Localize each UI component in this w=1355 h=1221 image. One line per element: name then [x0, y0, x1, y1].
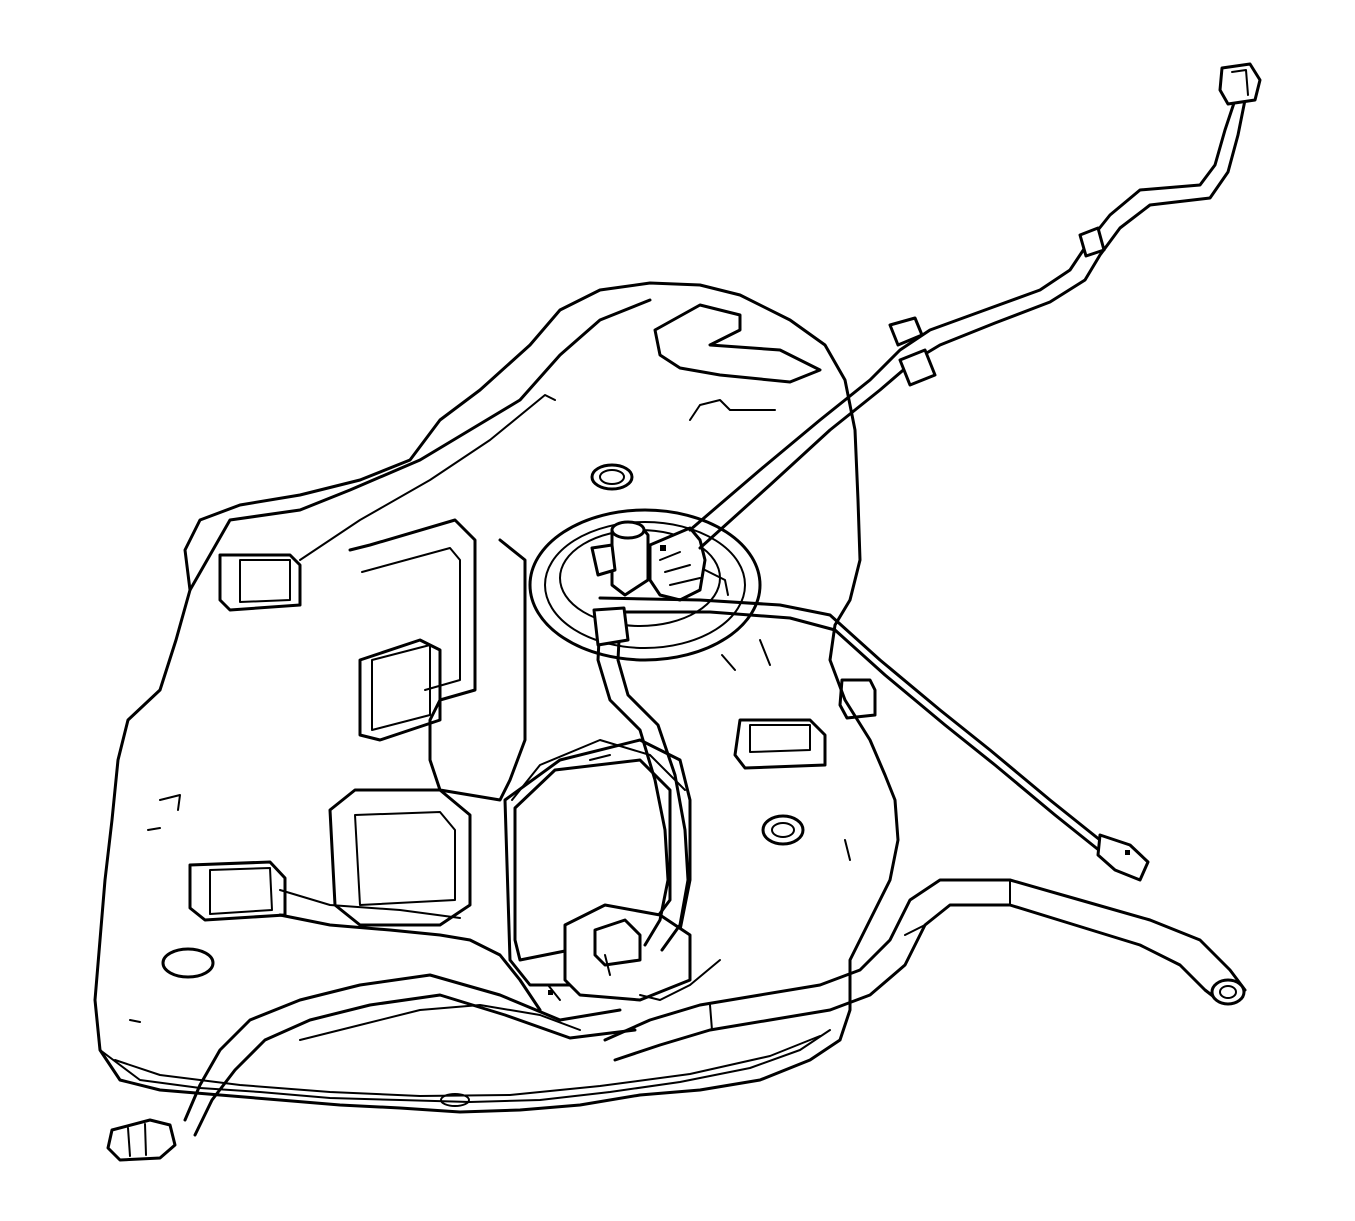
- fuel-lines: [106, 62, 1262, 1162]
- harness-connector-top: [1218, 62, 1262, 106]
- tank-strap-left: [278, 913, 542, 1012]
- tank-boss-right: [761, 814, 805, 846]
- tank-boss-bottom: [440, 1093, 470, 1107]
- tank-pocket-lower: [328, 788, 472, 927]
- line-clip-upper: [888, 316, 924, 347]
- front-line-a: [183, 973, 622, 1122]
- diagram-accents: [548, 545, 1130, 995]
- accent-rear-pin: [1125, 850, 1130, 855]
- harness-connector-front-detail: [127, 1123, 147, 1157]
- tank-mount-right-face: [749, 724, 811, 753]
- harness-connector-front: [106, 1118, 177, 1162]
- pump-cap-top: [610, 520, 646, 540]
- tank-rib-upper: [188, 298, 652, 592]
- evap-vent-line-b: [603, 610, 1107, 857]
- canister-mark: [547, 954, 611, 1001]
- harness-connector-top-detail: [1231, 69, 1249, 96]
- filler-hose-bands: [709, 879, 1011, 1031]
- tank-boss-right-inner: [771, 822, 795, 838]
- line-clip-small: [1078, 226, 1106, 258]
- tank-boss-left: [161, 947, 215, 979]
- pump-connector: [590, 543, 617, 577]
- tank-channel: [348, 518, 527, 802]
- filler-hose-end: [1210, 978, 1246, 1006]
- pump-lock-ring-outer: [528, 508, 762, 662]
- filler-hose: [603, 878, 1247, 1062]
- pump-lock-ring-inner: [544, 521, 746, 649]
- tank-strap-left-b: [279, 889, 461, 919]
- tank-pocket-lower-inner: [354, 811, 456, 906]
- tank-pocket-upper: [358, 638, 442, 742]
- tank-nipple: [838, 678, 877, 720]
- fuel-feed-line: [688, 98, 1237, 532]
- evap-vent-line: [598, 596, 1102, 842]
- hose-fitting: [592, 606, 630, 647]
- accent-pump-pin: [660, 545, 666, 551]
- tank-top-emboss: [653, 303, 822, 384]
- canister-top-edge: [511, 739, 686, 801]
- fuel-tank: [93, 281, 900, 1114]
- fuel-feed-line-b: [698, 98, 1247, 550]
- tank-boss-top: [590, 463, 634, 491]
- tank-mount-upper-face: [239, 559, 291, 603]
- accent-canister-pin: [548, 990, 553, 995]
- tank-channel-inner: [361, 547, 461, 691]
- front-line-c: [639, 959, 721, 1001]
- tank-top-mark: [689, 399, 776, 421]
- filler-hose-upper: [603, 878, 1247, 1042]
- tank-rear-flange: [299, 1004, 581, 1041]
- tank-mount-lower-face: [209, 867, 273, 915]
- canister-port: [593, 918, 642, 967]
- tank-boss-top-inner: [599, 469, 625, 485]
- filler-hose-end-inner: [1219, 985, 1237, 999]
- tank-pocket-upper-face: [371, 644, 431, 731]
- tank-rib-upper-inner: [299, 394, 556, 561]
- line-clip-mid: [898, 348, 937, 387]
- pump-tubes: [659, 551, 729, 596]
- harness-connector-rear: [1096, 833, 1150, 882]
- tank-mount-right: [733, 718, 827, 770]
- front-line-b: [193, 993, 637, 1137]
- tank-marks: [129, 639, 851, 1023]
- evap-canister: [511, 739, 692, 1002]
- tank-mount-upper: [218, 553, 302, 612]
- tank-outline: [93, 281, 900, 1114]
- pump-to-canister-hose-b: [616, 618, 690, 952]
- pump-to-canister-hose: [596, 618, 670, 947]
